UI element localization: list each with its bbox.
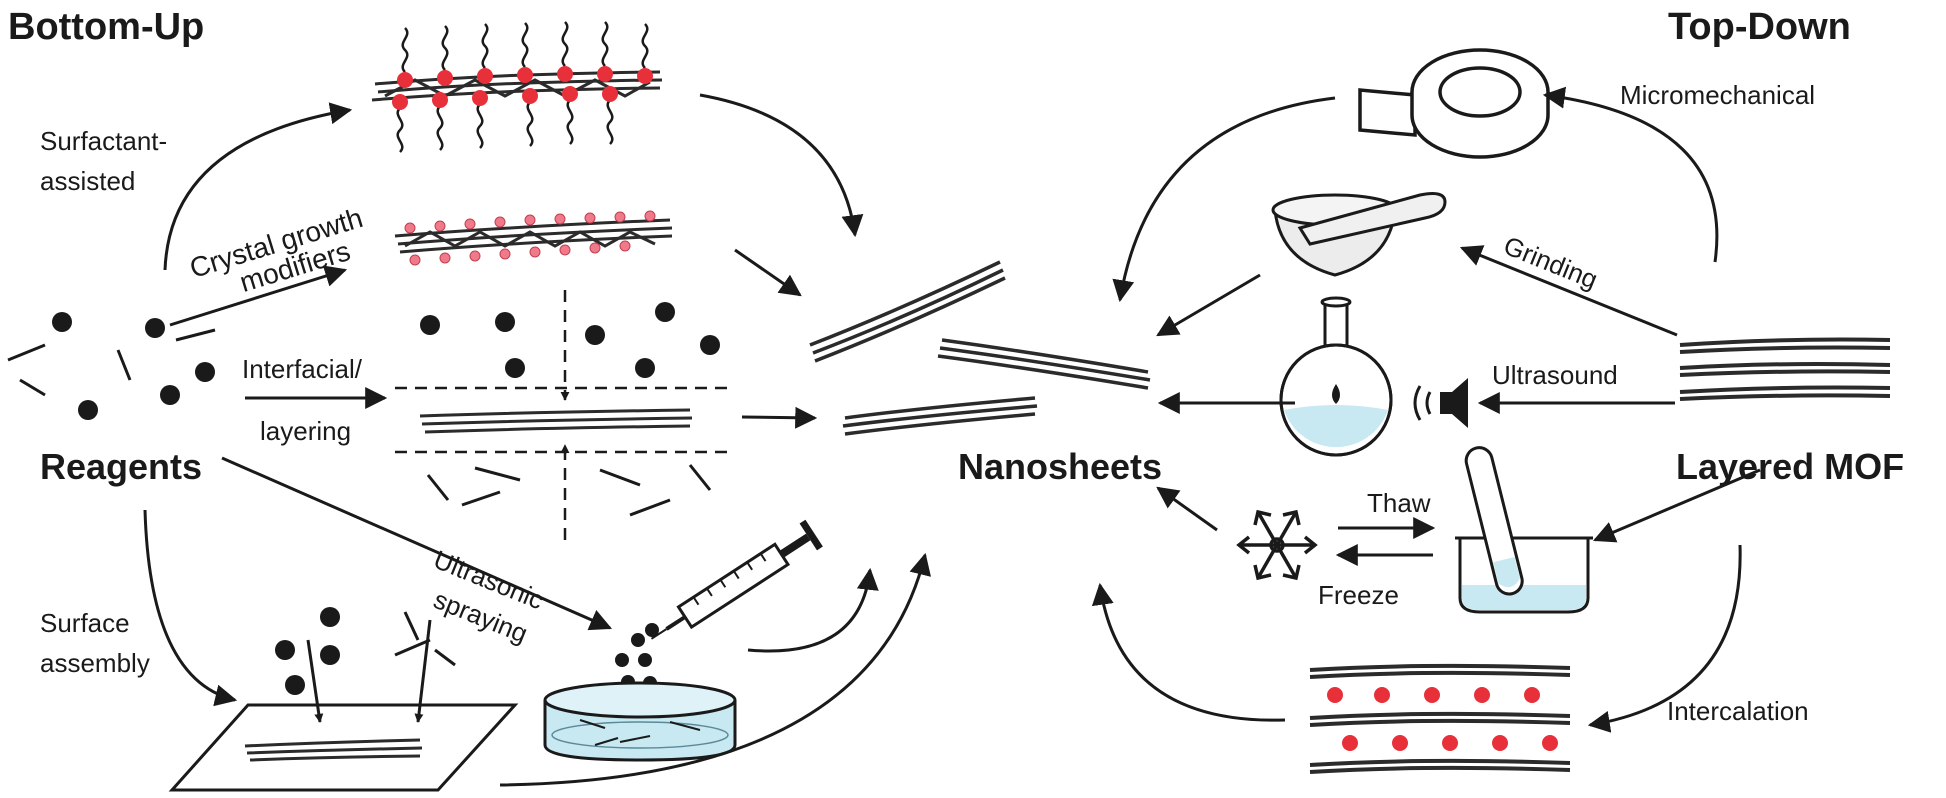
surface-assembly-label-line1: Surface xyxy=(40,608,130,638)
thaw-label: Thaw xyxy=(1367,488,1431,518)
micromechanical-label: Micromechanical xyxy=(1620,80,1816,110)
reagents-icon xyxy=(7,312,216,420)
layered-mof-label: Layered MOF xyxy=(1676,446,1905,487)
interfacial-icon xyxy=(395,290,730,540)
reagents-label: Reagents xyxy=(40,446,203,487)
surfactant-sheet-icon xyxy=(371,21,663,153)
surface-assembly-icon xyxy=(168,607,519,792)
freeze-label: Freeze xyxy=(1318,580,1399,610)
top-down-heading: Top-Down xyxy=(1668,6,1851,48)
speaker-icon xyxy=(1413,378,1468,428)
surfactant-label-line1: Surfactant- xyxy=(40,126,168,156)
nanosheets-label: Nanosheets xyxy=(958,446,1163,487)
interfacial-label-line2: layering xyxy=(260,416,352,446)
bottom-up-arrows xyxy=(143,93,931,787)
intercalation-stack-icon xyxy=(1309,663,1571,774)
mortar-pestle-icon xyxy=(1271,192,1447,277)
top-down-arrows xyxy=(1091,86,1761,733)
interfacial-label-line1: Interfacial/ xyxy=(242,354,362,384)
snowflake-icon xyxy=(1236,509,1318,581)
syringe-icon xyxy=(650,519,823,640)
modifier-sheet-icon xyxy=(394,210,673,266)
bottom-up-heading: Bottom-Up xyxy=(8,6,205,48)
surfactant-label-line2: assisted xyxy=(40,166,136,196)
flask-icon xyxy=(1279,296,1393,457)
beaker-icon xyxy=(1455,446,1593,614)
petri-dish-icon xyxy=(543,681,737,762)
ultrasound-label: Ultrasound xyxy=(1492,360,1618,390)
intercalation-label: Intercalation xyxy=(1667,696,1809,726)
nanosheets-icon xyxy=(809,260,1151,436)
layered-mof-icon xyxy=(1679,337,1891,401)
tape-roll-icon xyxy=(1358,48,1550,159)
surface-assembly-label-line2: assembly xyxy=(40,648,150,678)
